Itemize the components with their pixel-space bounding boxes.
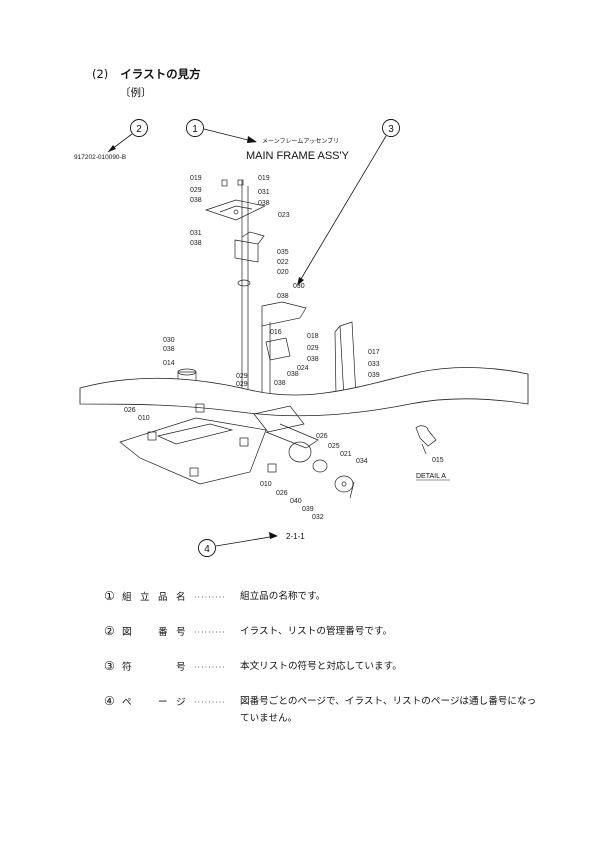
svg-text:038: 038 [258,200,270,207]
svg-text:038: 038 [307,356,319,363]
svg-text:019: 019 [258,175,270,182]
page-reference: 2-1-1 [286,532,305,541]
svg-text:1: 1 [192,124,198,135]
svg-text:019: 019 [190,175,202,182]
part-number-labels: 019 019 029 031 038 038 023 031 038 035 … [124,175,444,521]
svg-text:034: 034 [356,458,368,465]
svg-text:038: 038 [190,197,202,204]
svg-text:040: 040 [290,498,302,505]
svg-text:010: 010 [138,415,150,422]
svg-text:022: 022 [277,259,289,266]
break-curve [79,367,529,417]
assembly-name-jp: メーンフレームアッセンブリ [262,137,339,145]
section-number: (2) [92,67,109,81]
assembly-name-en: MAIN FRAME ASS'Y [246,150,350,162]
detail-label: DETAIL A [416,473,446,480]
svg-text:016: 016 [270,329,282,336]
svg-text:039: 039 [302,506,314,513]
svg-text:035: 035 [277,249,289,256]
svg-text:026: 026 [124,407,136,414]
svg-text:4: 4 [204,544,210,555]
svg-text:038: 038 [287,371,299,378]
svg-text:024: 024 [297,365,309,372]
section-heading: (2) イラストの見方 [92,66,201,82]
svg-text:2: 2 [136,124,142,135]
svg-text:026: 026 [316,433,328,440]
svg-text:025: 025 [328,443,340,450]
svg-text:021: 021 [340,451,352,458]
callout-1: 1 [186,119,257,143]
svg-text:018: 018 [307,333,319,340]
svg-text:029: 029 [307,345,319,352]
svg-text:039: 039 [368,372,380,379]
svg-text:032: 032 [312,514,324,521]
svg-text:030: 030 [163,337,175,344]
svg-text:017: 017 [368,349,380,356]
svg-text:031: 031 [190,230,202,237]
example-label: 〔例〕 [120,87,152,99]
callout-4: 4 [198,532,278,557]
drawing-number: 917202-010090-B [74,154,126,161]
callout-2: 2 [107,119,148,153]
svg-text:038: 038 [274,380,286,387]
svg-text:038: 038 [190,240,202,247]
svg-text:015: 015 [432,457,444,464]
exploded-parts-illustration: 2 917202-010090-B 1 メーンフレームアッセンブリ MAIN F… [74,119,529,557]
svg-text:038: 038 [277,293,289,300]
callout-3: 3 [297,119,400,286]
svg-text:3: 3 [388,124,394,135]
svg-text:014: 014 [163,360,175,367]
svg-text:029: 029 [236,381,248,388]
svg-text:029: 029 [236,373,248,380]
svg-text:026: 026 [276,490,288,497]
svg-text:023: 023 [278,212,290,219]
svg-text:031: 031 [258,189,270,196]
svg-text:029: 029 [190,187,202,194]
svg-text:020: 020 [277,269,289,276]
svg-text:030: 030 [293,283,305,290]
svg-text:033: 033 [368,361,380,368]
svg-text:010: 010 [260,481,272,488]
section-title: イラストの見方 [120,67,201,81]
svg-text:038: 038 [163,346,175,353]
